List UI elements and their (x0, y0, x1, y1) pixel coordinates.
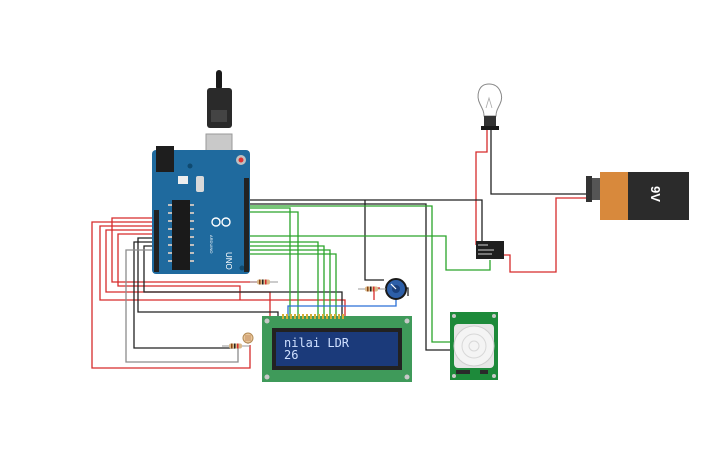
arduino-brand: ARDUINO (209, 235, 214, 253)
wire-blue-1[interactable] (287, 296, 397, 316)
wire-red-bulb[interactable] (475, 130, 488, 245)
wire-red-5[interactable] (117, 233, 241, 300)
wire-green-7[interactable] (248, 249, 331, 316)
arduino-uno[interactable]: UNO ARDUINO (152, 70, 250, 274)
wire-black-5[interactable] (364, 200, 384, 281)
wire-green-4[interactable] (248, 235, 491, 271)
wire-black-1[interactable] (137, 237, 279, 316)
digital-header (244, 178, 249, 272)
battery-body (628, 172, 689, 220)
wire-green-5[interactable] (248, 241, 319, 316)
wire-green-2[interactable] (248, 211, 299, 316)
wire-black-6[interactable] (248, 203, 452, 351)
power-jack (156, 146, 174, 172)
lcd-line-2: 26 (284, 348, 298, 362)
mount-hole (239, 265, 245, 271)
resistor-2[interactable] (358, 286, 386, 292)
pir-dome (453, 325, 495, 367)
relay-icon[interactable] (476, 241, 504, 259)
wire-gray-1[interactable] (125, 249, 239, 363)
wire-green-1[interactable] (248, 207, 291, 316)
wire-black-2[interactable] (133, 241, 235, 349)
arduino-logo (211, 217, 231, 227)
wires (91, 130, 590, 369)
lcd-screen (276, 332, 398, 366)
mount-hole (187, 163, 193, 169)
wire-green-8[interactable] (248, 253, 337, 316)
ldr-icon[interactable] (242, 332, 254, 344)
battery-icon[interactable]: 9V (586, 172, 689, 220)
wire-black-7[interactable] (143, 245, 343, 316)
wire-green-6[interactable] (248, 245, 325, 316)
battery-label: 9V (648, 186, 663, 202)
arduino-model: UNO (224, 252, 233, 270)
lcd-display[interactable]: nilai LDR 26 (262, 314, 412, 382)
lcd-line-1: nilai LDR (284, 336, 350, 350)
wire-red-2[interactable] (99, 225, 346, 316)
wire-red-4[interactable] (111, 217, 258, 283)
wire-black-3[interactable] (248, 199, 483, 245)
light-bulb-icon[interactable] (477, 83, 503, 130)
wire-red-battery[interactable] (500, 197, 588, 273)
usb-cable (216, 70, 222, 90)
wire-black-4[interactable] (490, 130, 590, 195)
resistor-1[interactable] (250, 279, 278, 285)
battery-cap (600, 172, 628, 220)
potentiometer-icon[interactable] (385, 278, 407, 300)
wire-red-3[interactable] (105, 229, 271, 316)
atmega-chip (172, 200, 190, 270)
power-header (154, 210, 159, 272)
wire-green-3[interactable] (248, 205, 452, 343)
wire-red-1[interactable] (91, 221, 251, 369)
lcd-pins (282, 314, 344, 319)
resistor-3[interactable] (222, 343, 250, 349)
pir-sensor-icon[interactable] (450, 312, 498, 380)
